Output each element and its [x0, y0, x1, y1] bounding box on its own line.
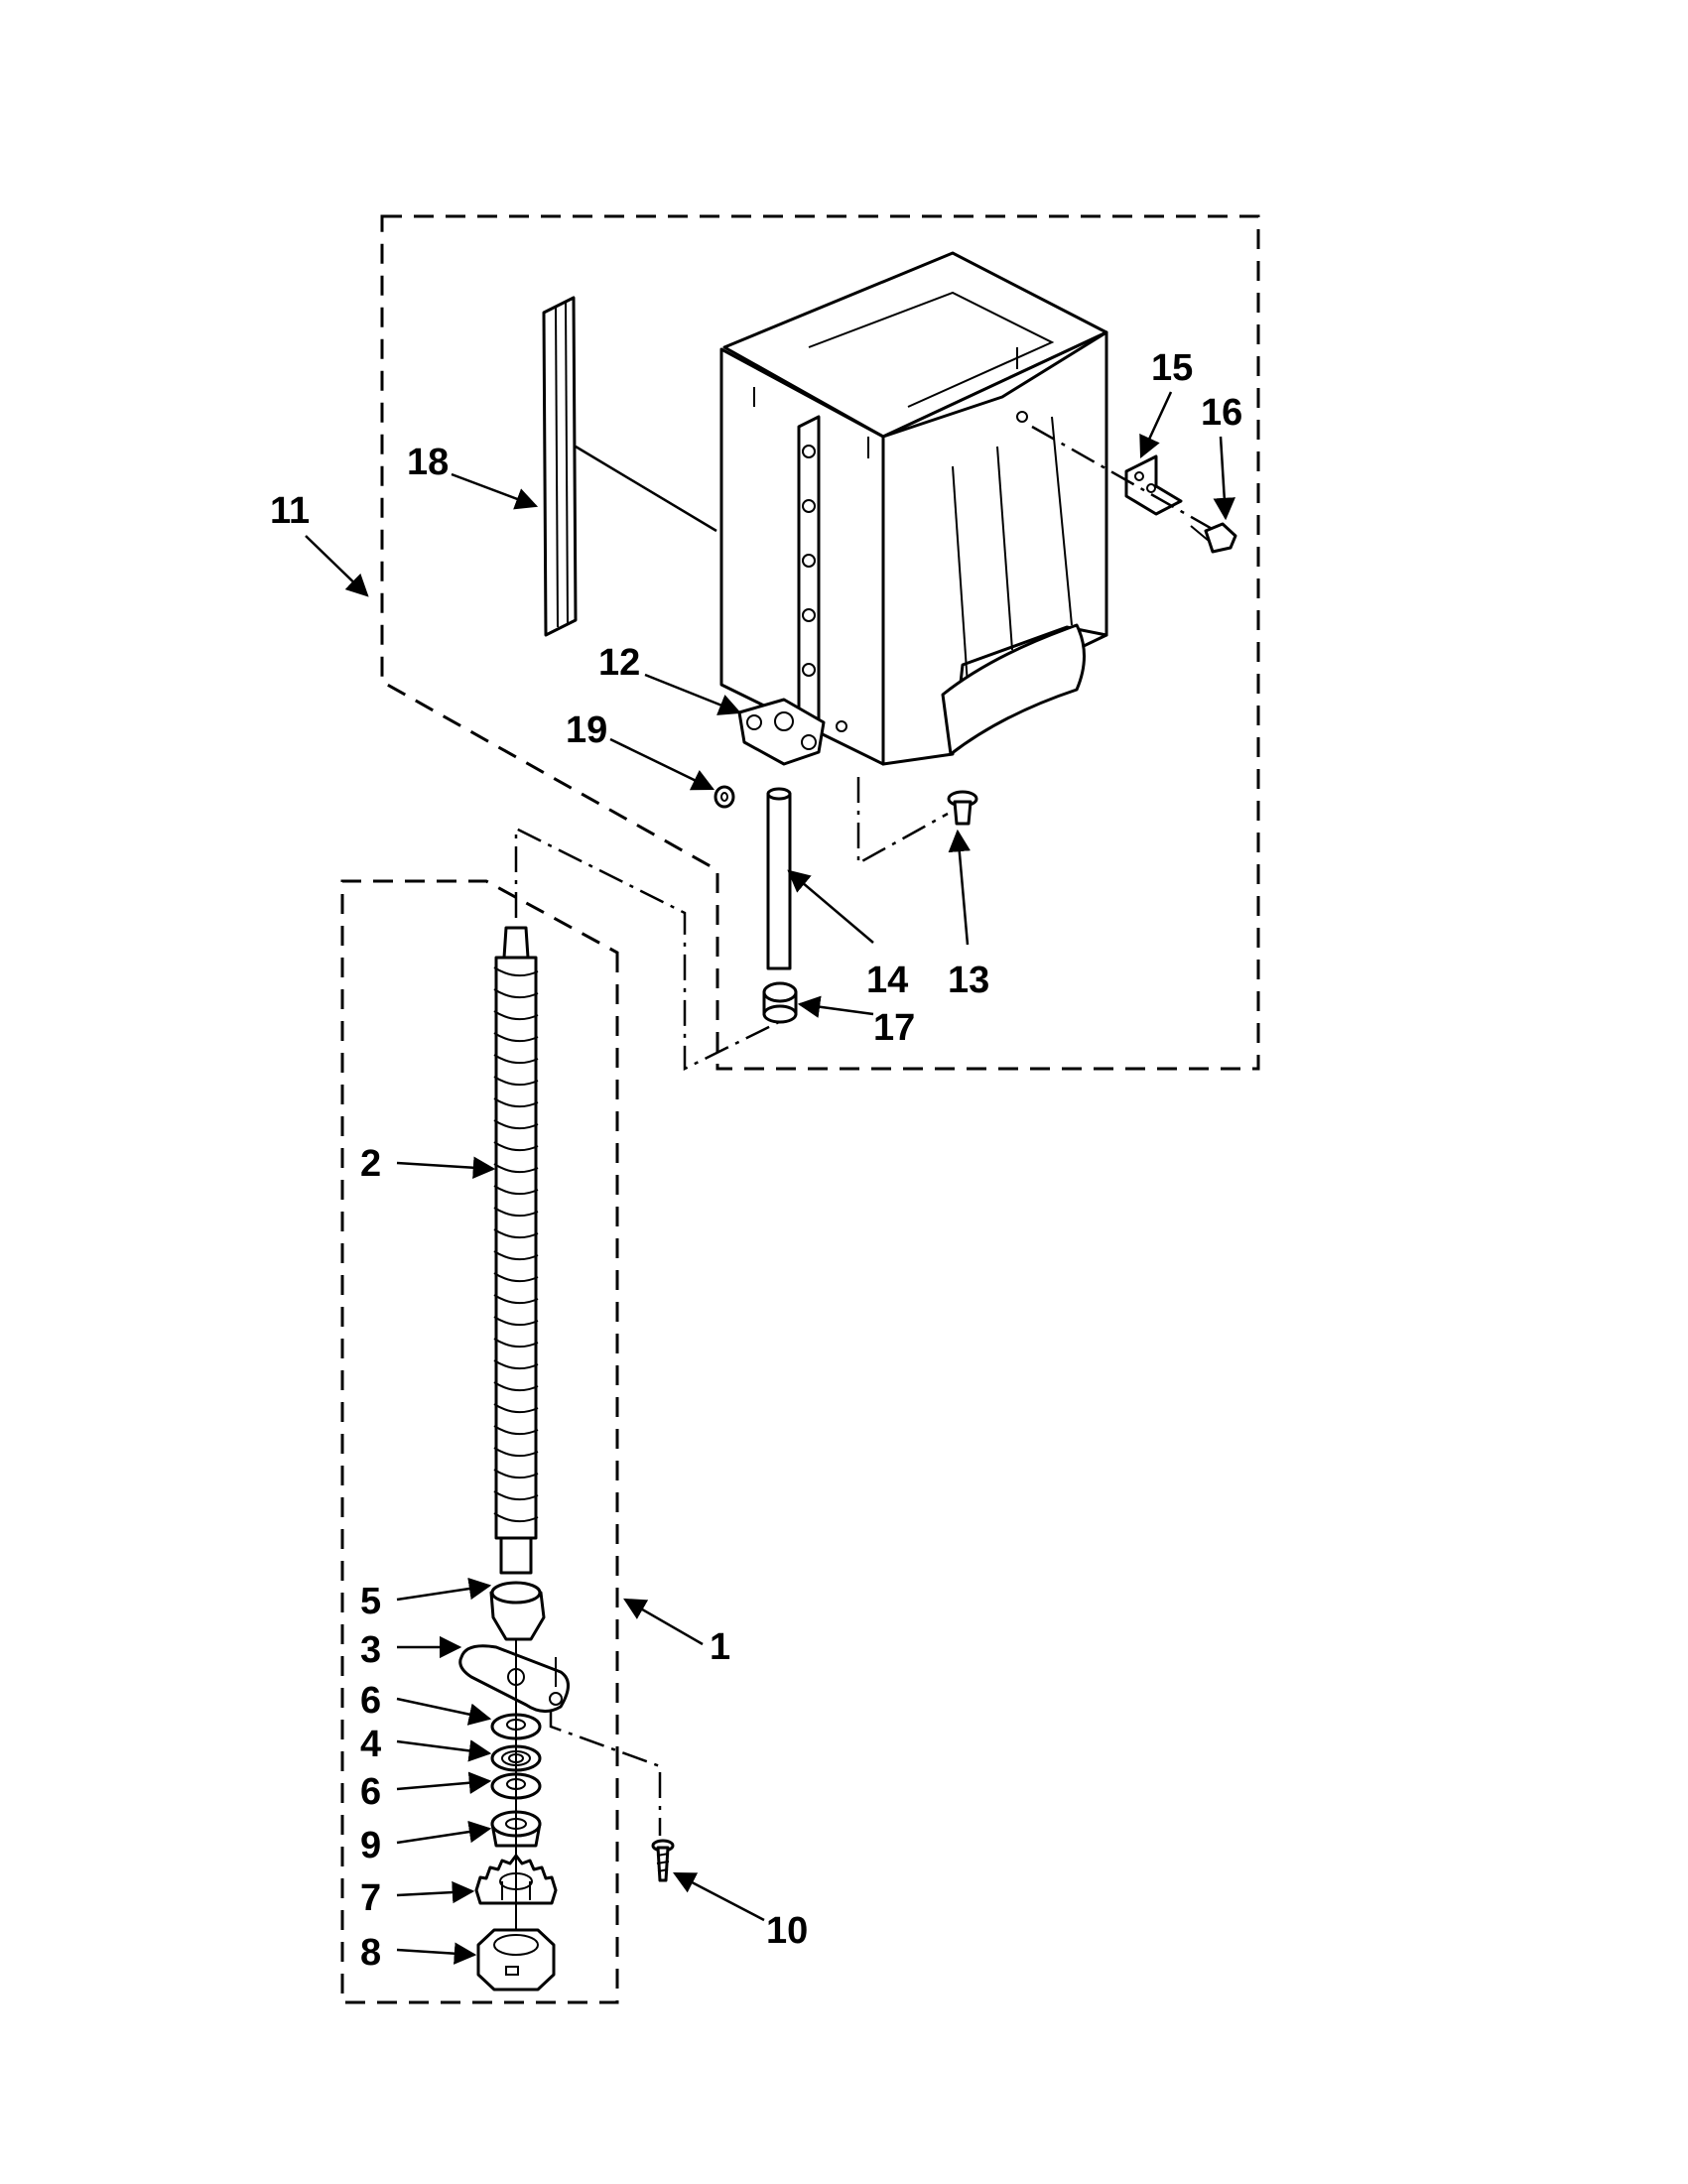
auger-part-2	[493, 926, 539, 1575]
leader-5	[396, 1577, 492, 1602]
leader-6b	[396, 1771, 492, 1794]
leader-17	[797, 995, 874, 1018]
callout-10: 10	[766, 1910, 808, 1952]
screw-part-16	[1190, 522, 1237, 554]
leader-6a	[396, 1697, 492, 1726]
hex-nut-part-8	[476, 1928, 556, 1991]
callout-6-upper: 6	[360, 1680, 381, 1722]
auger-housing	[719, 251, 1108, 766]
auger-flight	[493, 1119, 539, 1130]
auger-flight	[493, 1097, 539, 1108]
auger-flight	[493, 1359, 539, 1370]
leader-7	[396, 1880, 475, 1904]
screw-part-10	[651, 1839, 675, 1882]
shaft-part-14	[766, 787, 792, 970]
leader-16	[1213, 436, 1235, 521]
screw-10-alignment-line	[549, 1712, 662, 1836]
leader-14	[787, 869, 874, 944]
callout-12: 12	[598, 642, 640, 684]
clip-part-19	[714, 785, 735, 809]
callout-4: 4	[360, 1724, 381, 1765]
callout-8: 8	[360, 1932, 381, 1974]
auger-flight	[493, 1425, 539, 1436]
leader-12	[644, 673, 742, 715]
leader-19	[609, 737, 715, 791]
leader-10	[673, 1871, 765, 1922]
callout-14: 14	[866, 960, 908, 1001]
callout-18: 18	[407, 442, 449, 483]
seal-strip-leader-line	[575, 445, 717, 533]
auger-flight	[493, 1381, 539, 1392]
leader-9	[396, 1820, 492, 1845]
auger-flight	[493, 1512, 539, 1523]
callout-19: 19	[566, 709, 607, 751]
callout-16: 16	[1201, 392, 1242, 434]
auger-alignment-line	[514, 826, 780, 1072]
auger-flight	[493, 1141, 539, 1152]
bearing-block-part-12	[737, 698, 847, 766]
callout-7: 7	[360, 1877, 381, 1919]
screw-13-alignment-line	[856, 777, 949, 866]
callout-5: 5	[360, 1581, 381, 1622]
auger-flight	[493, 1338, 539, 1349]
leader-18	[451, 472, 539, 510]
auger-flight	[493, 1010, 539, 1021]
leader-8	[396, 1942, 477, 1965]
auger-flight	[493, 1032, 539, 1043]
auger-flights	[493, 966, 539, 1523]
callout-6-lower: 6	[360, 1771, 381, 1813]
auger-flight	[493, 1469, 539, 1479]
bearing-part-5	[489, 1581, 546, 1641]
bushing-part-17	[762, 981, 798, 1024]
leader-15	[1139, 391, 1173, 459]
auger-flight	[493, 1228, 539, 1239]
callout-11: 11	[270, 490, 310, 532]
auger-flight	[493, 1447, 539, 1458]
leader-13	[948, 829, 971, 946]
auger-flight	[493, 1403, 539, 1414]
assembly-11-boundary	[380, 214, 1260, 1071]
auger-flight	[493, 1490, 539, 1501]
screw-part-13	[947, 790, 978, 826]
callout-1: 1	[710, 1626, 730, 1668]
leader-4	[396, 1739, 492, 1762]
mounting-plate-part-3	[458, 1644, 570, 1713]
auger-flight	[493, 1185, 539, 1196]
callout-15: 15	[1151, 347, 1193, 389]
auger-flight	[493, 1250, 539, 1261]
leader-1	[623, 1598, 704, 1646]
auger-flight	[493, 1163, 539, 1174]
leader-11	[305, 535, 369, 597]
callout-13: 13	[948, 960, 989, 1001]
seal-strip-part-18	[542, 296, 578, 637]
bracket-15-alignment-line	[1031, 425, 1217, 533]
callout-17: 17	[873, 1007, 915, 1049]
bracket-part-15	[1124, 454, 1183, 516]
auger-flight	[493, 1272, 539, 1283]
auger-flight	[493, 1316, 539, 1327]
callout-2: 2	[360, 1143, 381, 1185]
auger-flight	[493, 966, 539, 977]
auger-flight	[493, 1076, 539, 1087]
callout-9: 9	[360, 1825, 381, 1866]
auger-flight	[493, 988, 539, 999]
assembly-1-boundary	[340, 879, 619, 2004]
leader-2	[396, 1156, 496, 1179]
auger-flight	[493, 1054, 539, 1065]
auger-flight	[493, 1294, 539, 1305]
auger-flight	[493, 1207, 539, 1218]
callout-3: 3	[360, 1629, 381, 1671]
